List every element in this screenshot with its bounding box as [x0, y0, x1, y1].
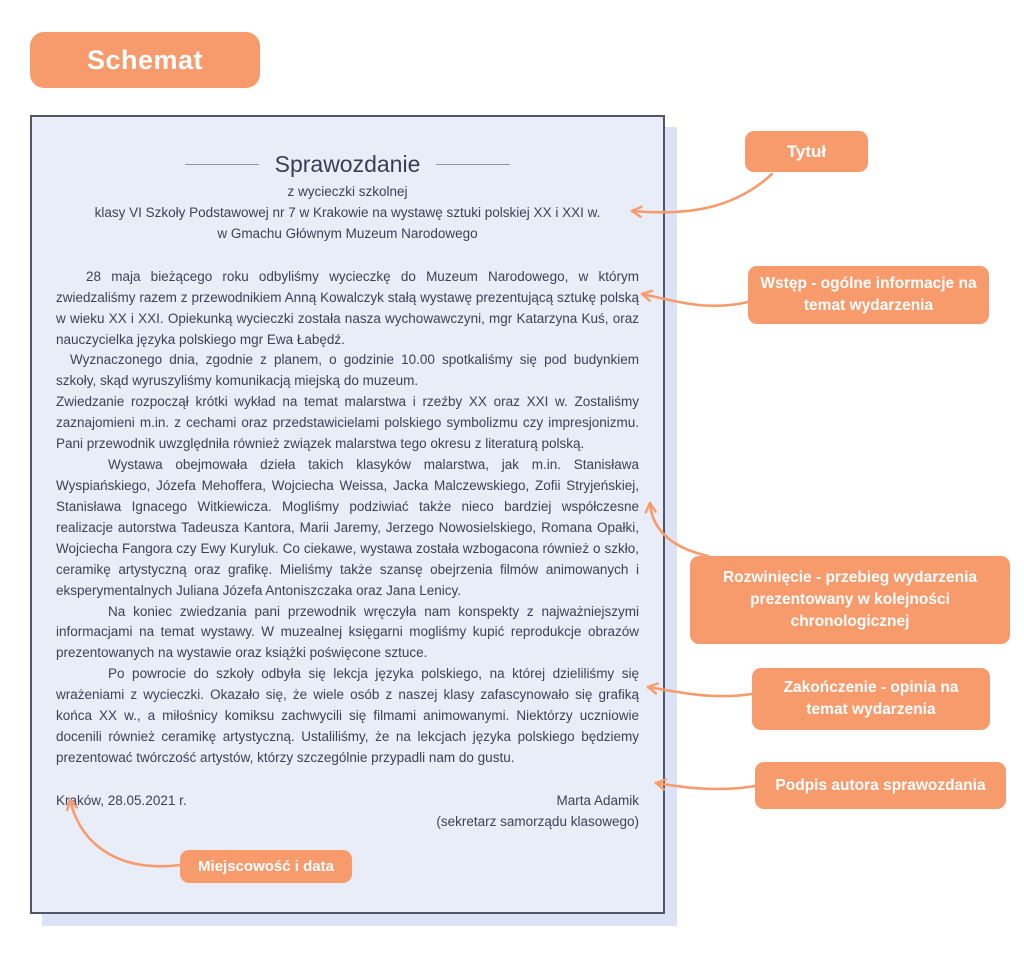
callout-title: Tytuł — [745, 131, 868, 172]
report-paragraph: 28 maja bieżącego roku odbyliśmy wyciecz… — [56, 268, 639, 347]
report-paragraph: Wystawa obejmowała dzieła takich klasykó… — [56, 457, 639, 598]
report-subtitle-line: w Gmachu Głównym Muzeum Narodowego — [217, 225, 478, 241]
schemat-badge: Schemat — [30, 32, 260, 88]
title-rule-right — [436, 164, 511, 165]
signature-role: (sekretarz samorządu klasowego) — [436, 813, 639, 829]
report-title-row: Sprawozdanie — [56, 151, 639, 178]
report-subtitle-line: klasy VI Szkoły Podstawowej nr 7 w Krako… — [94, 204, 601, 220]
report-subtitle-line: z wycieczki szkolnej — [287, 184, 408, 199]
signature-name: Marta Adamik — [556, 792, 639, 808]
callout-ending: Zakończenie - opinia na temat wydarzenia — [752, 668, 990, 730]
callout-place-date: Miejscowość i data — [180, 850, 352, 883]
report-paragraph: Po powrocie do szkoły odbyła się lekcja … — [56, 666, 639, 765]
report-document: Sprawozdanie z wycieczki szkolnej klasy … — [30, 115, 665, 914]
callout-body: Rozwinięcie - przebieg wydarzenia prezen… — [690, 556, 1010, 644]
callout-signature: Podpis autora sprawozdania — [755, 762, 1006, 809]
report-paragraph: Zwiedzanie rozpoczął krótki wykład na te… — [56, 394, 639, 452]
signature-block: Marta Adamik (sekretarz samorządu klasow… — [436, 791, 639, 833]
place-date: Kraków, 28.05.2021 r. — [56, 792, 187, 808]
title-rule-left — [184, 164, 259, 165]
report-paragraph: Na koniec zwiedzania pani przewodnik wrę… — [56, 603, 639, 661]
callout-intro: Wstęp - ogólne informacje na temat wydar… — [748, 266, 989, 324]
arrow-to-signature — [654, 778, 757, 791]
report-body: 28 maja bieżącego roku odbyliśmy wyciecz… — [56, 267, 639, 769]
report-footer: Kraków, 28.05.2021 r. Marta Adamik (sekr… — [56, 791, 639, 833]
report-paragraph: Wyznaczonego dnia, zgodnie z planem, o g… — [56, 352, 639, 389]
report-title: Sprawozdanie — [274, 151, 421, 177]
